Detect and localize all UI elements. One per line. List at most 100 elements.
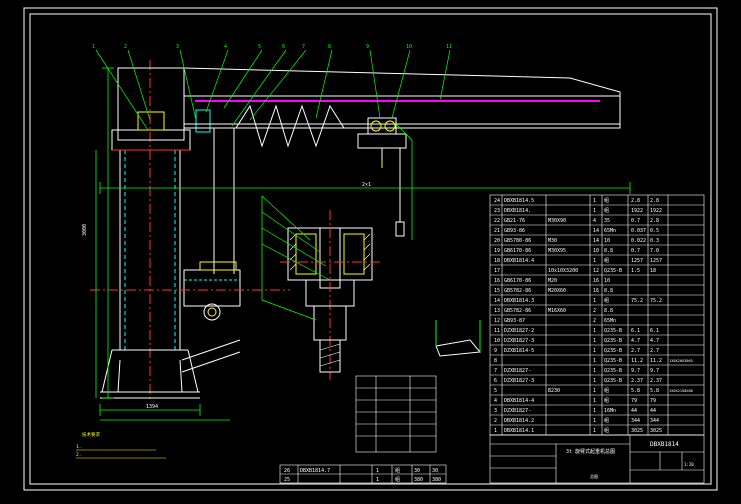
bom-cell-mat: Q235-B xyxy=(604,268,622,274)
bom-cell-mat: 组 xyxy=(604,207,609,214)
bom-cell-w2: 7.0 xyxy=(650,248,659,254)
bom-cell-mat: 组 xyxy=(604,297,609,304)
bom-cell-code: DBXB1814. xyxy=(504,208,531,214)
bom-cell-mat: 组 xyxy=(604,427,609,434)
bom-cell-no: 11 xyxy=(494,328,500,334)
bom-cell-qty: 1 xyxy=(593,208,596,214)
bom-cell-w1: 0.7 xyxy=(631,248,640,254)
bom-cell-qty: 1 xyxy=(593,258,596,264)
bom-cell-w2: 1257 xyxy=(650,258,662,264)
bottom-cell-no: 25 xyxy=(284,477,290,483)
sheet-label: 总图 xyxy=(590,473,598,479)
drawing-title: 3t 旋臂式起重机总图 xyxy=(566,448,615,455)
bom-cell-w1: 0.7 xyxy=(631,218,640,224)
bom-cell-w2: 2.7 xyxy=(650,348,659,354)
bom-cell-name: M16X60 xyxy=(548,308,566,314)
bom-cell-code: GB5780-86 xyxy=(504,238,531,244)
bom-cell-name: M30X90 xyxy=(548,218,566,224)
bom-cell-w2: 0.3 xyxy=(650,238,659,244)
bom-cell-w2: 3025 xyxy=(650,428,662,434)
bom-cell-qty: 1 xyxy=(593,368,596,374)
bom-cell-code: DBXB1814.4 xyxy=(504,258,534,264)
bom-cell-name: M30 xyxy=(548,238,557,244)
bom-cell-mat: 组 xyxy=(604,397,609,404)
bom-cell-qty: 14 xyxy=(593,238,599,244)
column xyxy=(119,60,181,400)
bom-cell-mat: Q235-B xyxy=(604,368,622,374)
bom-cell-qty: 10 xyxy=(593,248,599,254)
bom-cell-note: 150X2150X80 xyxy=(669,389,693,393)
bom-cell-code: GB5782-86 xyxy=(504,308,531,314)
svg-text:1: 1 xyxy=(92,44,95,50)
bom-cell-w1: 1257 xyxy=(631,258,643,264)
bottom-cell-w2: 380 xyxy=(432,477,441,483)
bom-cell-mat: 8.8 xyxy=(604,248,613,254)
bom-cell-no: 22 xyxy=(494,218,500,224)
bom-cell-name: M20X60 xyxy=(548,288,566,294)
svg-text:6: 6 xyxy=(282,44,285,50)
bom-cell-qty: 1 xyxy=(593,418,596,424)
bom-cell-qty: 1 xyxy=(593,428,596,434)
bottom-cell-mat: 组 xyxy=(395,467,400,474)
svg-text:4: 4 xyxy=(224,44,227,50)
bom-cell-no: 2 xyxy=(494,418,497,424)
bom-cell-no: 10 xyxy=(494,338,500,344)
bom-cell-w2: 2.8 xyxy=(650,198,659,204)
bom-cell-no: 18 xyxy=(494,258,500,264)
bom-cell-mat: 35 xyxy=(604,218,610,224)
bom-cell-code: DZXB1827- xyxy=(504,408,531,414)
svg-text:9: 9 xyxy=(366,44,369,50)
span-dimension: 2×1 xyxy=(362,182,371,188)
bom-cell-qty: 1 xyxy=(593,398,596,404)
bom-cell-w1: 1922 xyxy=(631,208,643,214)
note-line-2: 2. xyxy=(76,452,81,458)
bom-cell-code: DZXB1814-5 xyxy=(504,348,534,354)
bom-cell-no: 6 xyxy=(494,378,497,384)
bom-cell-qty: 4 xyxy=(593,218,596,224)
bom-cell-w1: 11.2 xyxy=(631,358,643,364)
note-line-1: 1. xyxy=(76,444,81,450)
svg-text:3: 3 xyxy=(176,44,179,50)
bom-cell-no: 1 xyxy=(494,428,497,434)
bom-cell-mat: Q235-B xyxy=(604,358,622,364)
bottom-cell-qty: 1 xyxy=(376,468,379,474)
bom-cell-w2: 75.2 xyxy=(650,298,662,304)
elevation-view xyxy=(90,60,621,400)
bottom-strip xyxy=(279,464,447,484)
bom-cell-mat: 组 xyxy=(604,417,609,424)
title-block xyxy=(489,434,705,484)
bom-cell-mat: 组 xyxy=(604,197,609,204)
bom-cell-qty: 1 xyxy=(593,198,596,204)
bom-cell-code: DZXB1827-3 xyxy=(504,378,534,384)
bom-cell-no: 13 xyxy=(494,308,500,314)
bom-cell-w2: 9.7 xyxy=(650,368,659,374)
svg-text:7: 7 xyxy=(302,44,305,50)
height-dimension: 3000 xyxy=(82,224,88,236)
bom-cell-w2: 1922 xyxy=(650,208,662,214)
bom-cell-w2: 344 xyxy=(650,418,659,424)
bom-cell-w2: 0.5 xyxy=(650,228,659,234)
bom-cell-code: DZXB1827-2 xyxy=(504,328,534,334)
bom-cell-qty: 2 xyxy=(593,318,596,324)
title-block-text: DBXB1814 3t 旋臂式起重机总图 1:20 总图 xyxy=(566,441,694,479)
bom-cell-w1: 344 xyxy=(631,418,640,424)
bom-cell-w2: 79 xyxy=(650,398,656,404)
bom-cell-qty: 1 xyxy=(593,298,596,304)
bom-cell-code: DBXB1814.3 xyxy=(504,298,534,304)
bom-cell-w1: 2.7 xyxy=(631,348,640,354)
bom-cell-no: 7 xyxy=(494,368,497,374)
bom-cell-code: GB5782-86 xyxy=(504,288,531,294)
notes-heading: 技术要求 xyxy=(82,431,100,438)
bom-cell-qty: 1 xyxy=(593,338,596,344)
drawing-number: DBXB1814 xyxy=(650,441,679,448)
bom-cell-w2: 11.2 xyxy=(650,358,662,364)
hoist-trolley xyxy=(357,117,407,237)
bom-cell-no: 15 xyxy=(494,288,500,294)
bom-cell-w2: 2.37 xyxy=(650,378,662,384)
bom-cell-mat: 65Mn xyxy=(604,318,616,324)
bom-cell-w2: 44 xyxy=(650,408,656,414)
bom-cell-no: 20 xyxy=(494,238,500,244)
bom-cell-name: B230 xyxy=(548,388,560,394)
